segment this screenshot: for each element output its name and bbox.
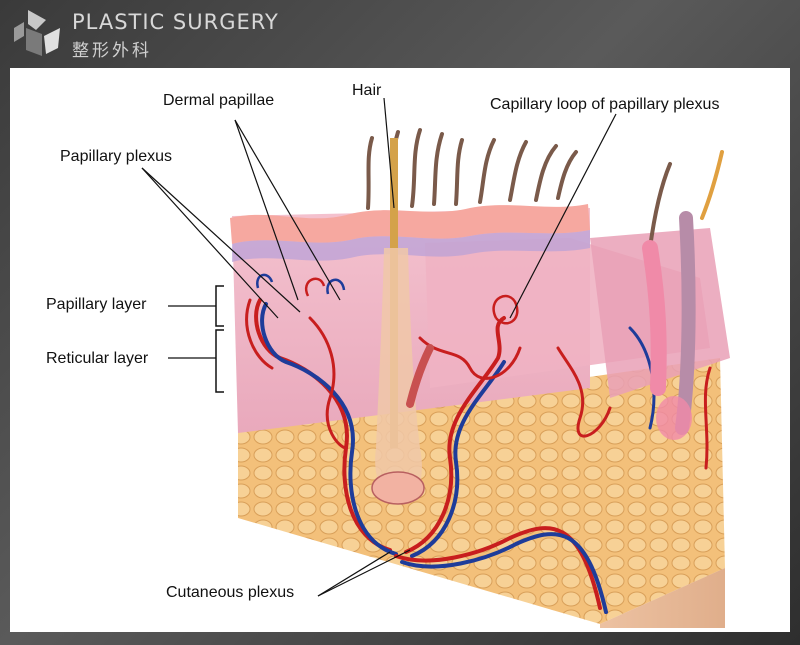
brand-logo-icon	[14, 10, 60, 56]
capillary-loops	[256, 273, 519, 325]
label-capillary-loop: Capillary loop of papillary plexus	[490, 96, 720, 113]
brand-subtitle: 整形外科	[72, 41, 152, 61]
brand-title: PLASTIC SURGERY	[72, 10, 279, 34]
label-cutaneous-plexus: Cutaneous plexus	[166, 584, 295, 601]
epidermis-layer	[230, 204, 590, 262]
label-reticular-layer: Reticular layer	[46, 350, 149, 367]
label-papillary-plexus: Papillary plexus	[60, 148, 173, 165]
skin-cross-section	[141, 97, 730, 628]
layer-brackets	[215, 285, 224, 393]
hair-follicle	[371, 138, 425, 505]
header: PLASTIC SURGERY 整形外科	[0, 0, 800, 66]
label-dermal-papillae: Dermal papillae	[163, 92, 275, 109]
label-papillary-layer: Papillary layer	[46, 296, 147, 313]
leader-lines	[141, 97, 617, 597]
label-hair: Hair	[352, 82, 382, 99]
fat-layer	[238, 358, 725, 628]
diagram-panel: Dermal papillae Hair Capillary loop of p…	[10, 68, 790, 632]
arrector-pili-muscle	[406, 344, 434, 408]
blood-vessels	[245, 298, 712, 614]
deep-follicles	[642, 211, 696, 440]
